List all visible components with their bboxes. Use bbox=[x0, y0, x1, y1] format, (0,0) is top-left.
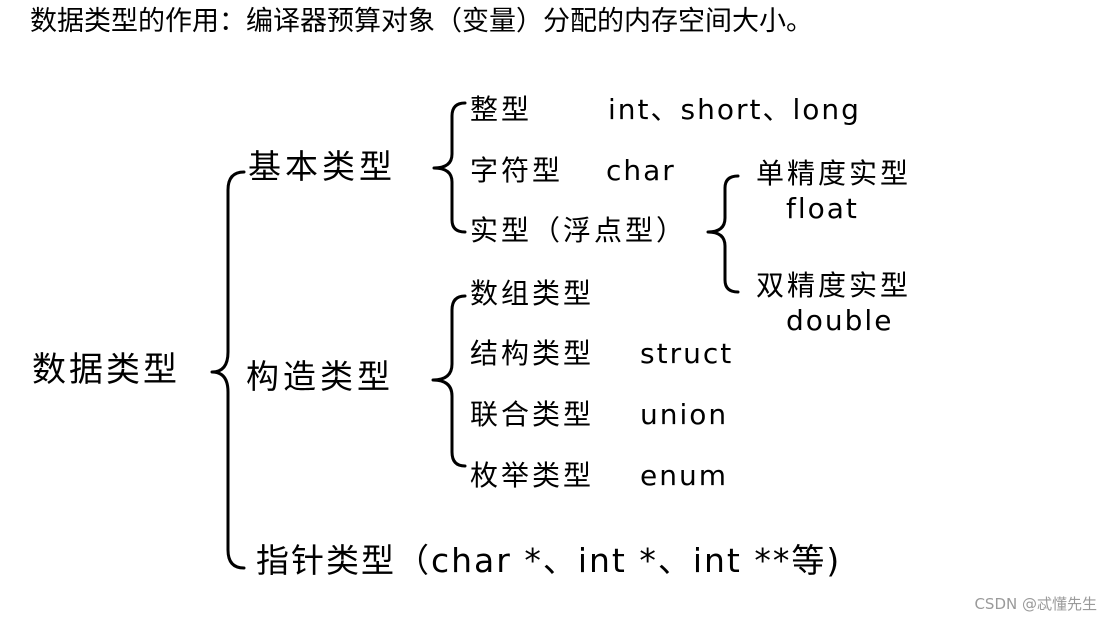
constructed-brace bbox=[431, 294, 467, 468]
integer-type-examples: int、short、long bbox=[608, 93, 861, 126]
basic-brace bbox=[432, 101, 467, 234]
char-type-keyword: char bbox=[606, 154, 676, 187]
constructed-type-label: 构造类型 bbox=[246, 357, 394, 396]
array-type-label: 数组类型 bbox=[470, 277, 595, 310]
pointer-type-label: 指针类型（char *、int *、int **等) bbox=[256, 541, 842, 580]
double-precision-label: 双精度实型 bbox=[756, 269, 912, 302]
integer-type-label: 整型 bbox=[470, 93, 533, 126]
page-title: 数据类型的作用：编译器预算对象（变量）分配的内存空间大小。 bbox=[30, 6, 813, 37]
float-keyword: float bbox=[786, 192, 859, 225]
real-type-label: 实型（浮点型） bbox=[470, 214, 688, 247]
union-keyword: union bbox=[640, 398, 729, 431]
union-type-label: 联合类型 bbox=[470, 398, 595, 431]
struct-type-label: 结构类型 bbox=[470, 337, 595, 370]
struct-keyword: struct bbox=[640, 337, 734, 370]
char-type-label: 字符型 bbox=[470, 154, 564, 187]
watermark: CSDN @忒懂先生 bbox=[974, 595, 1097, 613]
double-keyword: double bbox=[786, 304, 894, 337]
root-brace bbox=[210, 170, 246, 570]
single-precision-label: 单精度实型 bbox=[756, 157, 912, 190]
basic-type-label: 基本类型 bbox=[248, 147, 396, 186]
enum-keyword: enum bbox=[640, 459, 728, 492]
real-brace bbox=[706, 174, 740, 294]
root-label: 数据类型 bbox=[32, 350, 180, 390]
enum-type-label: 枚举类型 bbox=[470, 459, 595, 492]
